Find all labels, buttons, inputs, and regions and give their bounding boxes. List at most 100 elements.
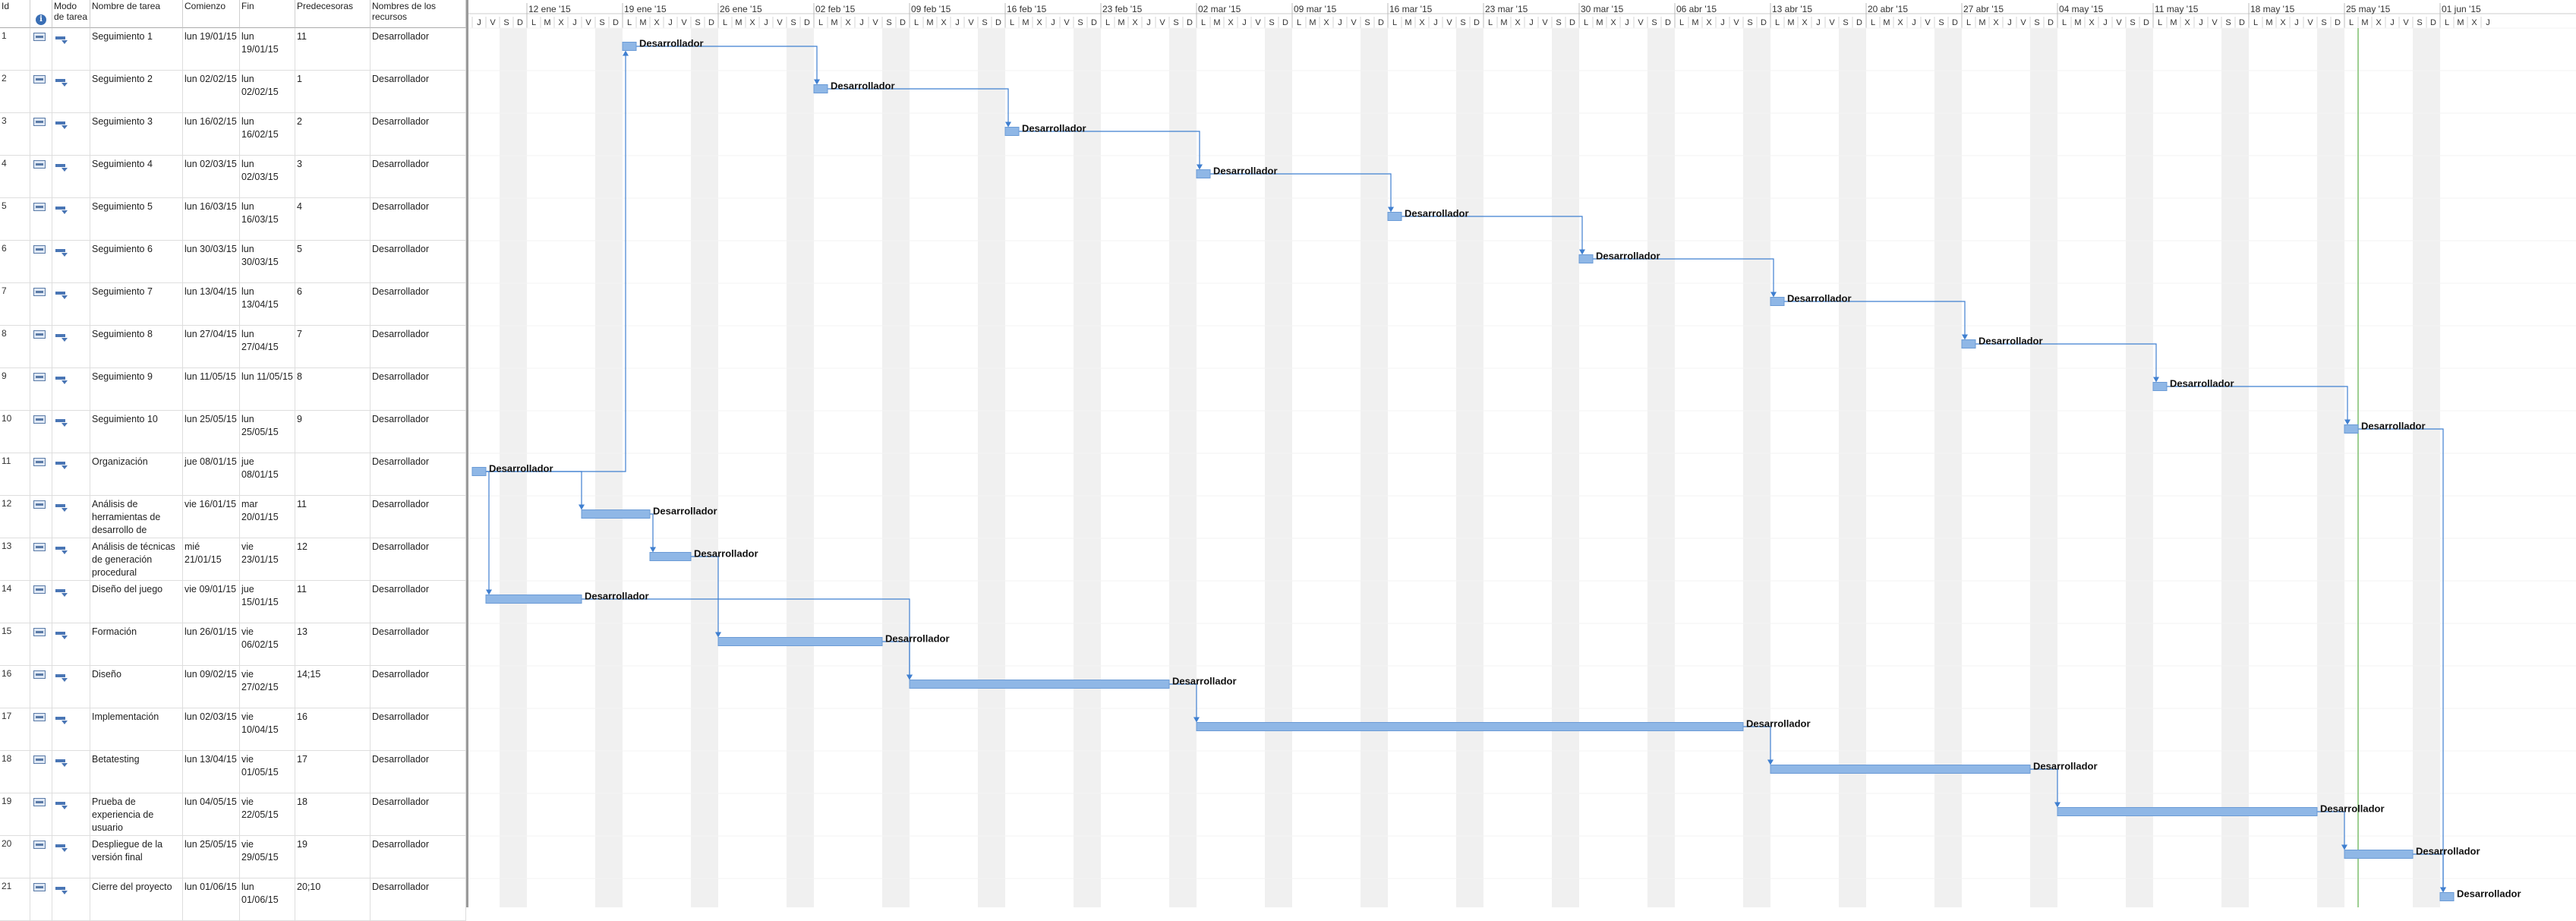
mode-cell[interactable] <box>52 156 90 197</box>
task-predecessors[interactable]: 19 <box>295 836 370 878</box>
task-start[interactable]: lun 02/03/15 <box>183 156 240 197</box>
task-end[interactable]: lun 27/04/15 <box>240 326 295 367</box>
task-name[interactable]: Despliegue de la versión final <box>90 836 183 878</box>
task-name[interactable]: Betatesting <box>90 751 183 793</box>
task-resource[interactable]: Desarrollador <box>370 28 466 70</box>
task-end[interactable]: vie 23/01/15 <box>240 538 295 580</box>
indicator-cell[interactable] <box>30 368 52 410</box>
mode-cell[interactable] <box>52 28 90 70</box>
task-resource[interactable]: Desarrollador <box>370 368 466 410</box>
task-name[interactable]: Seguimiento 1 <box>90 28 183 70</box>
task-id[interactable]: 6 <box>0 241 30 282</box>
indicator-cell[interactable] <box>30 793 52 835</box>
task-id[interactable]: 17 <box>0 708 30 750</box>
table-row[interactable]: 12 Análisis de herramientas de desarrollo… <box>0 496 466 538</box>
task-name[interactable]: Seguimiento 7 <box>90 283 183 325</box>
header-id[interactable]: Id <box>0 0 30 28</box>
task-predecessors[interactable]: 1 <box>295 71 370 112</box>
task-id[interactable]: 12 <box>0 496 30 538</box>
task-name[interactable]: Análisis de herramientas de desarrollo d… <box>90 496 183 538</box>
task-resource[interactable]: Desarrollador <box>370 241 466 282</box>
mode-cell[interactable] <box>52 793 90 835</box>
task-name[interactable]: Seguimiento 8 <box>90 326 183 367</box>
task-predecessors[interactable]: 9 <box>295 411 370 453</box>
task-end[interactable]: vie 10/04/15 <box>240 708 295 750</box>
task-start[interactable]: lun 26/01/15 <box>183 623 240 665</box>
indicator-cell[interactable] <box>30 453 52 495</box>
task-resource[interactable]: Desarrollador <box>370 453 466 495</box>
task-start[interactable]: vie 09/01/15 <box>183 581 240 623</box>
task-predecessors[interactable]: 11 <box>295 496 370 538</box>
task-name[interactable]: Seguimiento 9 <box>90 368 183 410</box>
mode-cell[interactable] <box>52 71 90 112</box>
task-id[interactable]: 4 <box>0 156 30 197</box>
task-start[interactable]: lun 19/01/15 <box>183 28 240 70</box>
task-end[interactable]: lun 02/03/15 <box>240 156 295 197</box>
task-resource[interactable]: Desarrollador <box>370 113 466 155</box>
task-id[interactable]: 2 <box>0 71 30 112</box>
mode-cell[interactable] <box>52 581 90 623</box>
header-res[interactable]: Nombres de los recursos <box>370 0 466 28</box>
task-id[interactable]: 9 <box>0 368 30 410</box>
task-end[interactable]: mar 20/01/15 <box>240 496 295 538</box>
task-start[interactable]: jue 08/01/15 <box>183 453 240 495</box>
indicator-cell[interactable] <box>30 878 52 920</box>
indicator-cell[interactable] <box>30 156 52 197</box>
task-predecessors[interactable]: 13 <box>295 623 370 665</box>
mode-cell[interactable] <box>52 751 90 793</box>
task-resource[interactable]: Desarrollador <box>370 751 466 793</box>
mode-cell[interactable] <box>52 878 90 920</box>
task-start[interactable]: lun 25/05/15 <box>183 836 240 878</box>
task-predecessors[interactable]: 16 <box>295 708 370 750</box>
task-name[interactable]: Prueba de experiencia de usuario <box>90 793 183 835</box>
task-predecessors[interactable]: 14;15 <box>295 666 370 708</box>
mode-cell[interactable] <box>52 411 90 453</box>
task-start[interactable]: lun 02/03/15 <box>183 708 240 750</box>
task-start[interactable]: mié 21/01/15 <box>183 538 240 580</box>
task-id[interactable]: 3 <box>0 113 30 155</box>
task-id[interactable]: 10 <box>0 411 30 453</box>
mode-cell[interactable] <box>52 113 90 155</box>
task-resource[interactable]: Desarrollador <box>370 666 466 708</box>
task-predecessors[interactable]: 17 <box>295 751 370 793</box>
task-start[interactable]: lun 16/02/15 <box>183 113 240 155</box>
task-predecessors[interactable]: 5 <box>295 241 370 282</box>
indicator-cell[interactable] <box>30 28 52 70</box>
task-predecessors[interactable]: 2 <box>295 113 370 155</box>
task-name[interactable]: Seguimiento 4 <box>90 156 183 197</box>
task-id[interactable]: 20 <box>0 836 30 878</box>
indicator-cell[interactable] <box>30 836 52 878</box>
task-start[interactable]: lun 04/05/15 <box>183 793 240 835</box>
task-end[interactable]: jue 08/01/15 <box>240 453 295 495</box>
mode-cell[interactable] <box>52 198 90 240</box>
task-predecessors[interactable]: 11 <box>295 581 370 623</box>
task-start[interactable]: vie 16/01/15 <box>183 496 240 538</box>
task-end[interactable]: lun 16/02/15 <box>240 113 295 155</box>
task-predecessors[interactable]: 11 <box>295 28 370 70</box>
header-info[interactable]: i <box>30 0 52 28</box>
task-predecessors[interactable]: 18 <box>295 793 370 835</box>
mode-cell[interactable] <box>52 538 90 580</box>
task-id[interactable]: 21 <box>0 878 30 920</box>
task-id[interactable]: 15 <box>0 623 30 665</box>
header-mode[interactable]: Modo de tarea <box>52 0 90 28</box>
task-end[interactable]: vie 01/05/15 <box>240 751 295 793</box>
task-start[interactable]: lun 01/06/15 <box>183 878 240 920</box>
task-id[interactable]: 8 <box>0 326 30 367</box>
task-id[interactable]: 7 <box>0 283 30 325</box>
task-resource[interactable]: Desarrollador <box>370 71 466 112</box>
task-predecessors[interactable] <box>295 453 370 495</box>
indicator-cell[interactable] <box>30 538 52 580</box>
task-resource[interactable]: Desarrollador <box>370 496 466 538</box>
task-id[interactable]: 18 <box>0 751 30 793</box>
